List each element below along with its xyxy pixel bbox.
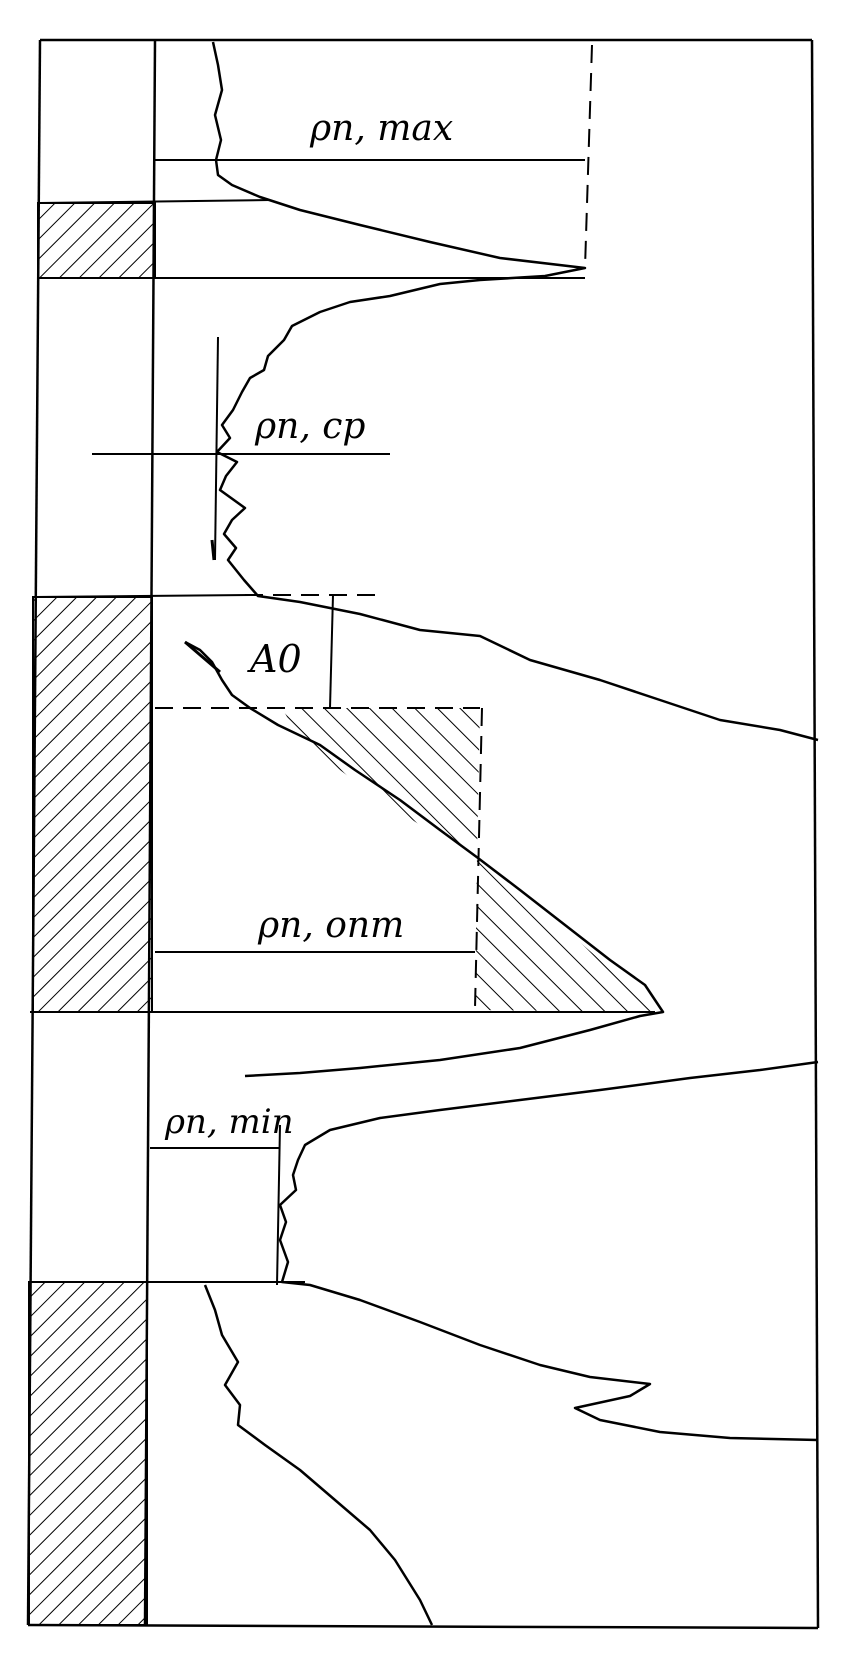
rho-ont-area	[155, 708, 660, 1012]
rho-max-label: ρn, max	[309, 108, 453, 149]
ao-label: A0	[247, 637, 302, 681]
boundary-1	[39, 199, 271, 204]
curve-segment-3	[278, 1060, 819, 1442]
rho-cp-vertical	[214, 336, 219, 561]
boundary-3	[34, 594, 251, 598]
area-above-curve	[282, 708, 480, 855]
rho-min-label: ρn, min	[164, 1102, 294, 1142]
rho-min-construction	[150, 1124, 281, 1286]
layer-2-hatched	[32, 596, 153, 1013]
rho-cp-label: ρn, cp	[254, 406, 365, 447]
rho-max-dashed-vertical	[584, 44, 593, 269]
curve-segment-1	[211, 41, 819, 742]
rho-min-vertical	[276, 1124, 281, 1286]
curve-segment-4	[203, 1284, 434, 1626]
rho-max-construction	[155, 44, 593, 269]
area-below-curve	[475, 855, 660, 1012]
rho-cp-bottom-mark	[210, 539, 216, 561]
curve-markers	[184, 539, 221, 674]
curve-segment-2	[184, 640, 665, 1078]
lithology-layers	[28, 202, 156, 1626]
layer-1-hatched	[37, 202, 156, 279]
rho-cp-construction	[92, 336, 390, 561]
frame-right	[810, 39, 820, 1629]
labels: ρn, max ρn, cp A0 ρn, onm ρn, min	[164, 108, 453, 1142]
rho-ont-label: ρn, onm	[257, 905, 404, 946]
ao-curve-start-mark	[184, 640, 221, 674]
layer-3-hatched	[28, 1281, 148, 1626]
frame-bottom	[27, 1623, 819, 1630]
ao-vertical	[329, 594, 334, 709]
resistivity-curve	[184, 41, 819, 1626]
